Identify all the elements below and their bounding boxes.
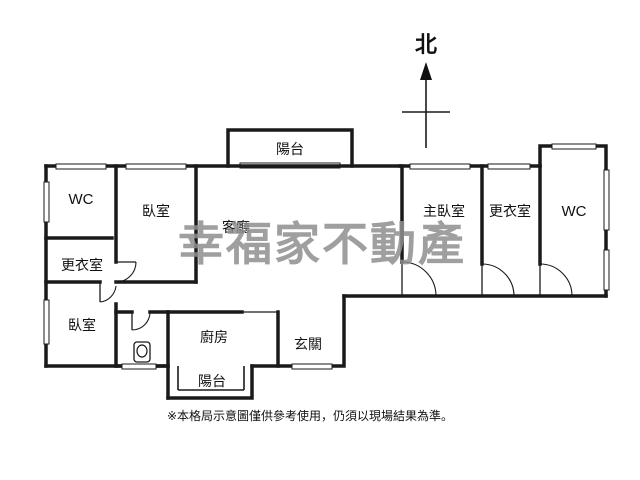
- label-entrance: 玄關: [294, 336, 322, 353]
- interior-walls: [44, 164, 542, 400]
- north-arrow-icon: [402, 62, 450, 148]
- label-wc-right: WC: [562, 203, 587, 220]
- windows: [43, 143, 610, 370]
- label-balcony-bottom: 陽台: [198, 374, 226, 390]
- north-label: 北: [415, 33, 437, 58]
- toilet-icon: [133, 341, 151, 363]
- label-closet-right: 更衣室: [489, 203, 531, 220]
- watermark: 幸福家不動產: [178, 217, 466, 271]
- label-balcony-top: 陽台: [276, 142, 304, 158]
- label-living-room: 客廳: [222, 219, 250, 236]
- label-bedroom-left-upper: 臥室: [142, 203, 170, 220]
- label-kitchen: 廚房: [200, 329, 228, 346]
- disclaimer-note: ※本格局示意圖僅供參考使用，仍須以現場結果為準。: [167, 408, 453, 423]
- label-bedroom-left-lower: 臥室: [68, 317, 96, 334]
- label-master-bedroom: 主臥室: [423, 203, 465, 220]
- doors: [99, 261, 573, 331]
- label-wc-left: WC: [69, 191, 94, 208]
- label-closet-left: 更衣室: [61, 257, 103, 274]
